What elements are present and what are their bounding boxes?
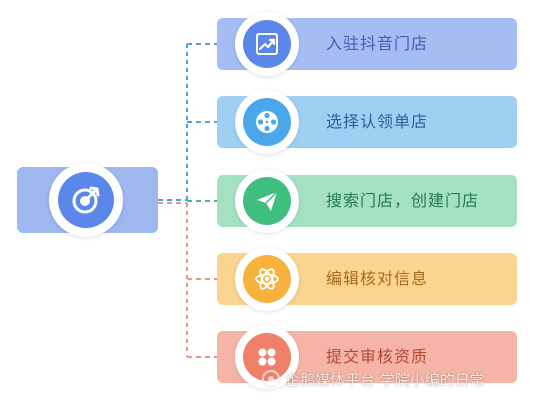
watermark-text: 企鹅媒体平台 学院小编的日常 <box>285 370 485 389</box>
film-reel-icon <box>243 98 291 146</box>
paper-plane-icon <box>243 177 291 225</box>
step-badge-3 <box>235 169 299 233</box>
step-badge-1 <box>235 12 299 76</box>
penguin-logo-icon <box>262 370 280 388</box>
watermark: 企鹅媒体平台 学院小编的日常 <box>262 368 485 390</box>
target-arrow-icon <box>58 172 114 228</box>
step-label-3: 搜索门店，创建门店 <box>326 191 480 210</box>
step-label-1: 入驻抖音门店 <box>326 34 429 53</box>
step-label-2: 选择认领单店 <box>326 112 429 131</box>
step-label-5: 提交审核资质 <box>326 347 429 366</box>
step-badge-2 <box>235 90 299 154</box>
step-label-4: 编辑核对信息 <box>326 269 429 288</box>
trend-chart-icon <box>243 20 291 68</box>
step-badge-4 <box>235 247 299 311</box>
atom-icon <box>243 255 291 303</box>
root-node-badge <box>49 163 123 237</box>
